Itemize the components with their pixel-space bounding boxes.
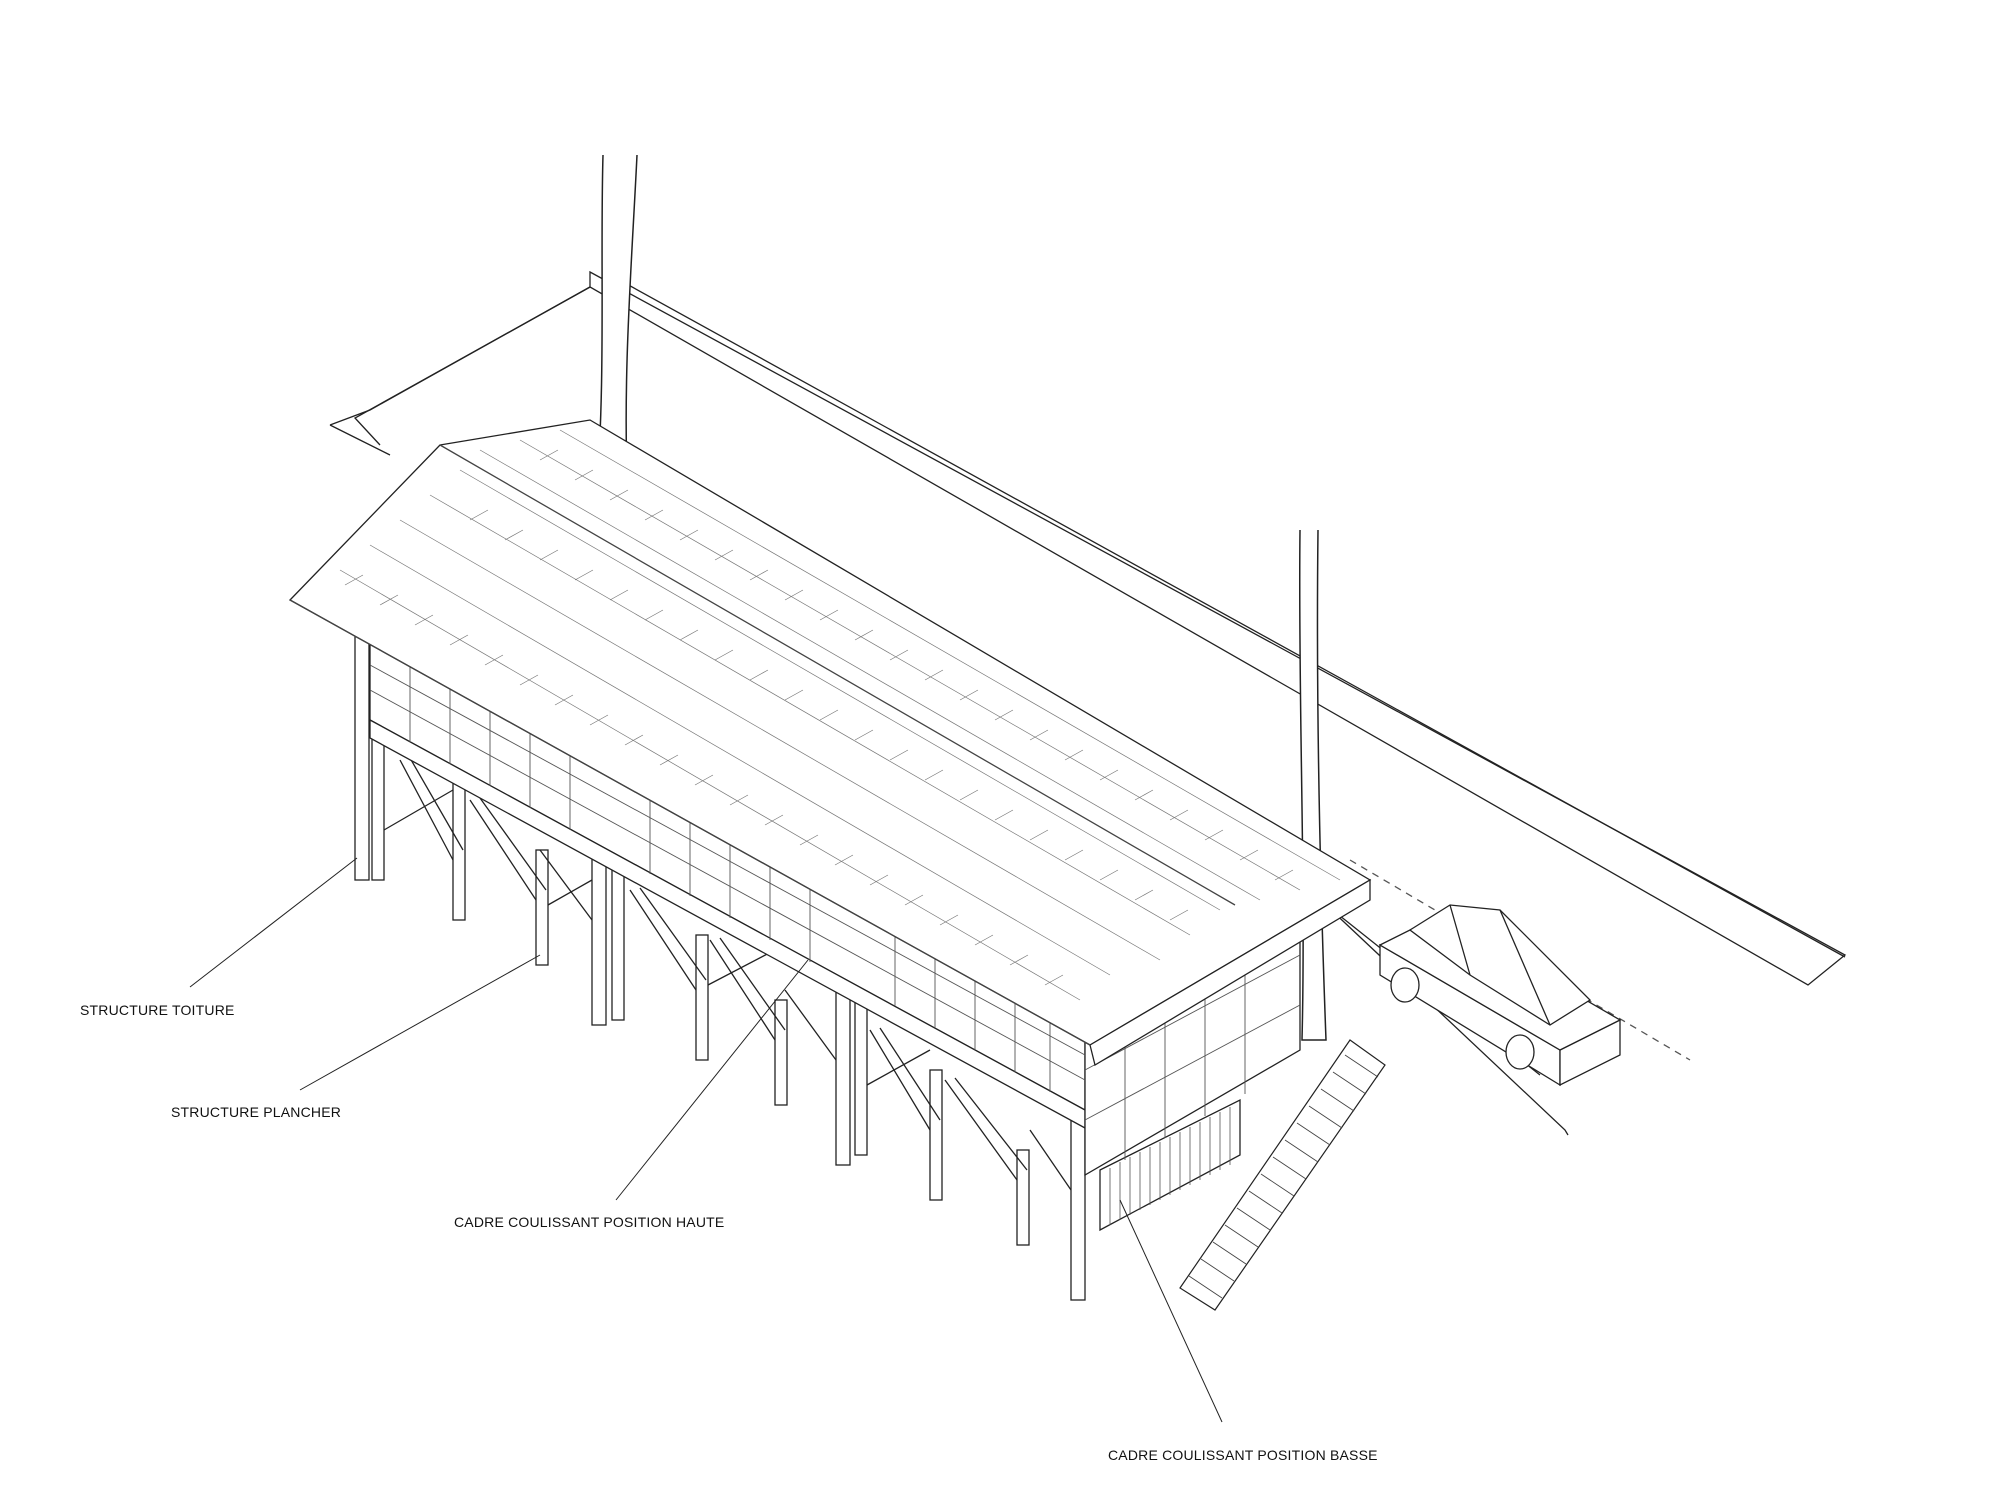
leader-floor-structure bbox=[299, 954, 541, 1091]
stair bbox=[1179, 1039, 1386, 1311]
pile bbox=[535, 849, 549, 966]
roof-thatch bbox=[339, 429, 1341, 1001]
pile bbox=[929, 1069, 943, 1201]
roof bbox=[288, 419, 1372, 1067]
piles-and-bracing bbox=[354, 629, 1086, 1301]
ground-edge-far bbox=[353, 286, 591, 446]
ground-edge-back-2 bbox=[329, 286, 591, 426]
pile bbox=[774, 999, 788, 1106]
tree-trunk-front bbox=[1298, 529, 1327, 1041]
label-sliding-frame-high: CADRE COULISSANT POSITION HAUTE bbox=[454, 1214, 725, 1230]
road-curb-line bbox=[604, 271, 1846, 958]
end-wall-boards bbox=[1109, 1107, 1231, 1225]
roof-gable bbox=[1089, 878, 1371, 1067]
car bbox=[1378, 904, 1622, 1087]
car-wheel-front bbox=[1505, 1034, 1535, 1070]
leader-sliding-high bbox=[615, 959, 809, 1201]
road-curb-strip bbox=[589, 270, 1847, 986]
leader-roof-structure bbox=[189, 857, 358, 988]
pile bbox=[354, 629, 370, 881]
label-roof-structure: STRUCTURE TOITURE bbox=[80, 1002, 235, 1018]
car-wheel-rear bbox=[1390, 967, 1420, 1003]
roof-eave bbox=[289, 599, 1091, 1046]
leader-sliding-low bbox=[1119, 1199, 1223, 1423]
label-floor-structure: STRUCTURE PLANCHER bbox=[171, 1104, 342, 1120]
label-sliding-frame-low: CADRE COULISSANT POSITION BASSE bbox=[1108, 1447, 1378, 1463]
stair-stringer bbox=[1179, 1039, 1386, 1311]
leader-lines bbox=[189, 857, 1223, 1423]
pile bbox=[695, 934, 709, 1061]
pile bbox=[1016, 1149, 1030, 1246]
pile bbox=[452, 779, 466, 921]
braces bbox=[383, 757, 1072, 1191]
ground-edge-back bbox=[329, 424, 391, 456]
roof-ridge bbox=[439, 444, 1236, 906]
